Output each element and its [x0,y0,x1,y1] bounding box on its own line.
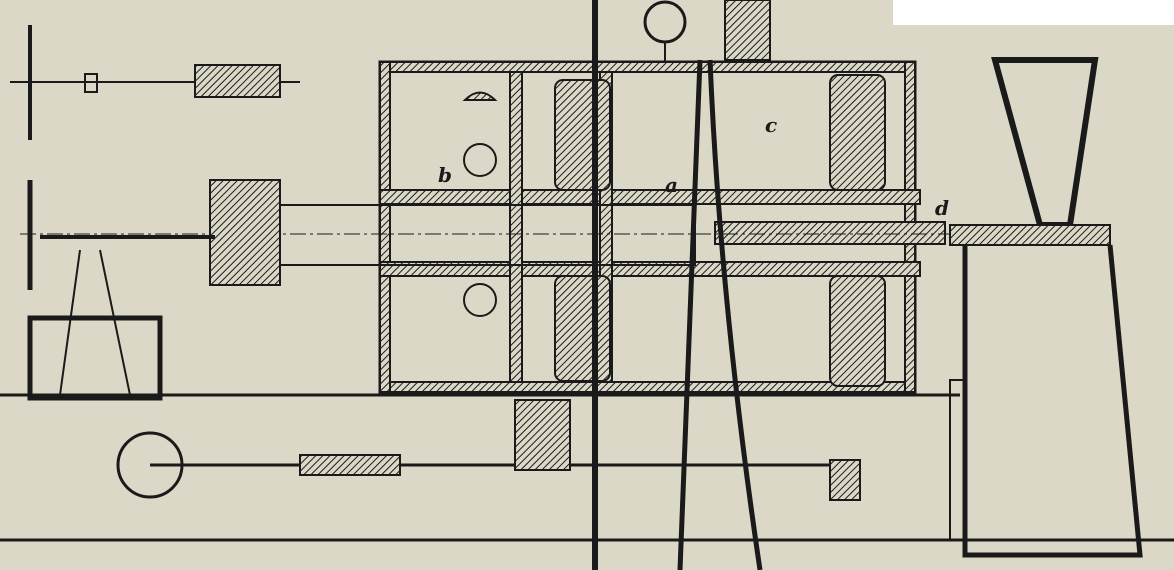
label-d: d [935,196,949,220]
label-b: b [438,163,452,187]
gauges [592,0,771,570]
blank-corner [893,0,1174,25]
label-a: a [665,173,678,197]
shaft-detail [10,25,300,140]
base-frame [0,249,1174,542]
hopper [949,57,1143,558]
main-shaft [20,179,960,290]
label-c: c [765,113,777,137]
